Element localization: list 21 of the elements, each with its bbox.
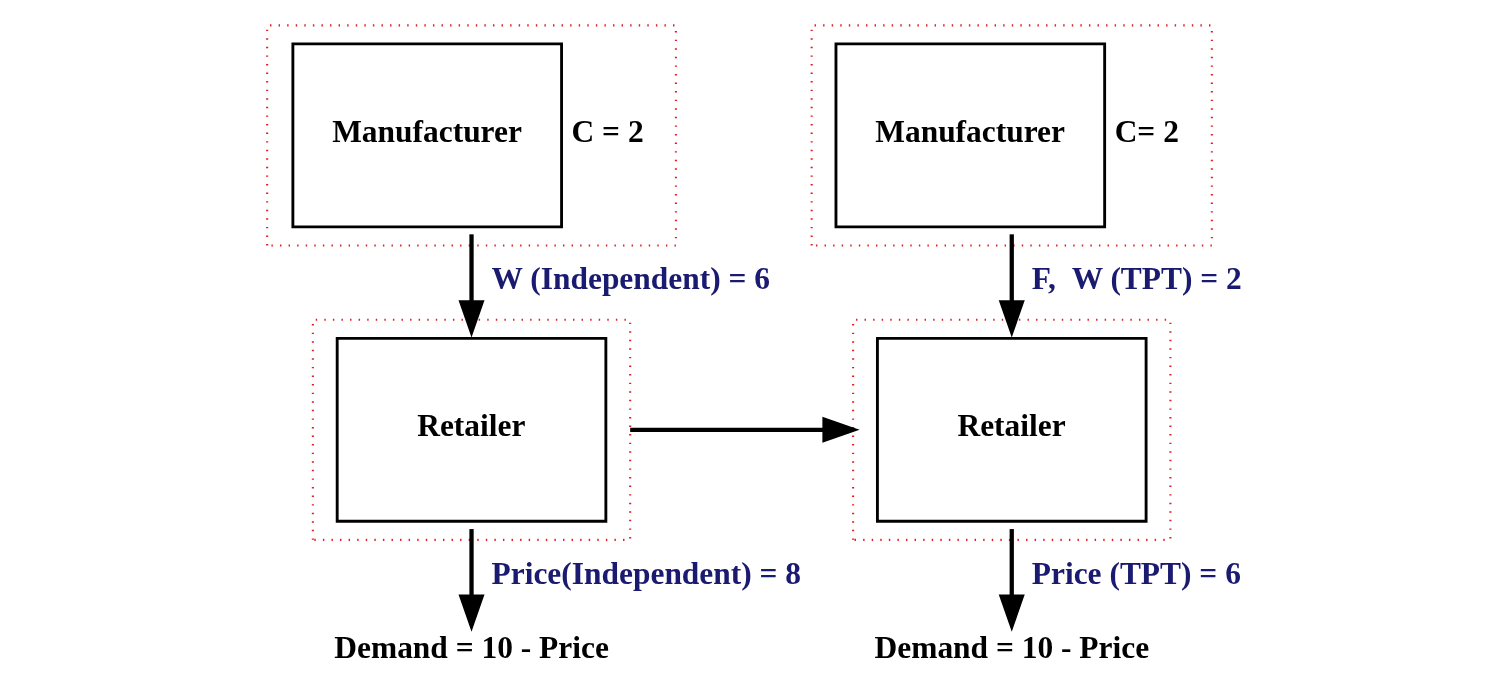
- node-label: C= 2: [1114, 113, 1179, 149]
- node-box: Retailer: [876, 336, 1148, 523]
- edge-label: W (Independent) = 6: [491, 261, 771, 297]
- arrow: [630, 416, 860, 443]
- cluster: [266, 24, 677, 247]
- cluster: [852, 318, 1172, 541]
- node-box: Retailer: [335, 336, 608, 523]
- edge-label: Price(Independent) = 8: [491, 555, 802, 591]
- cluster: [311, 318, 632, 541]
- node-text: Demand = 10 - Price: [334, 629, 609, 665]
- edge-label: F, W (TPT) = 2: [1031, 261, 1242, 297]
- edge-label: Price (TPT) = 6: [1031, 555, 1241, 591]
- node-text: Demand = 10 - Price: [874, 629, 1150, 665]
- node-box: Manufacturer: [834, 42, 1107, 229]
- arrow: [998, 529, 1025, 632]
- arrow: [458, 529, 485, 632]
- cluster: [810, 24, 1213, 247]
- arrow: [998, 234, 1025, 338]
- node-label: C = 2: [571, 113, 644, 149]
- node-box: Manufacturer: [291, 42, 563, 229]
- arrow: [458, 234, 485, 338]
